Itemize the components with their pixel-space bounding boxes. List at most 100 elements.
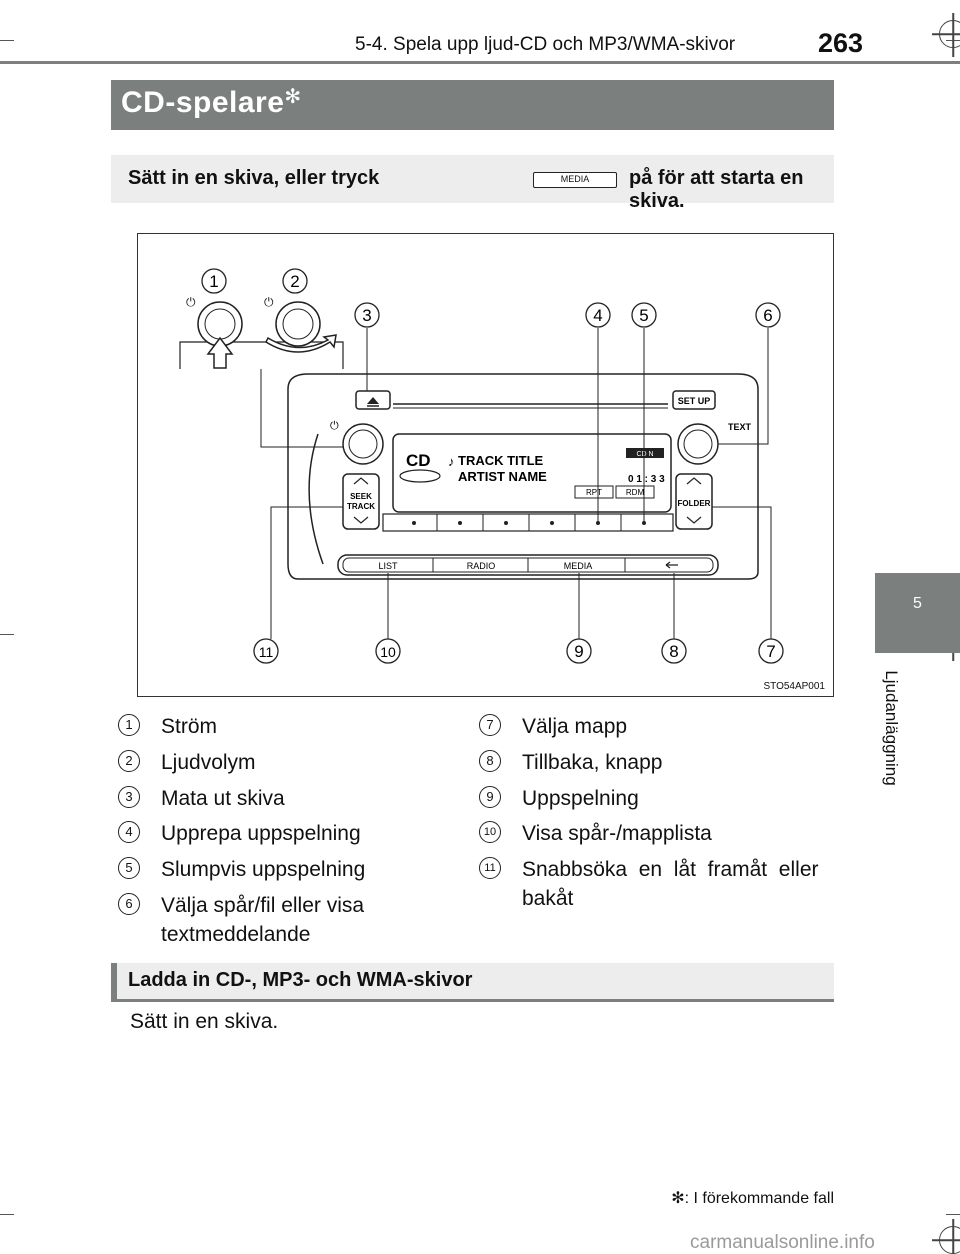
legend-label: Slumpvis uppspelning <box>161 858 366 881</box>
legend-number: 1 <box>118 714 140 736</box>
legend-label: Upprepa uppspelning <box>161 822 361 845</box>
svg-text:8: 8 <box>669 642 678 661</box>
legend-number: 6 <box>118 893 140 915</box>
callout-2: 2 <box>282 268 308 294</box>
intro-box: Sätt in en skiva, eller tryck MEDIA på f… <box>111 155 834 212</box>
section-title-text: CD-spelare <box>121 86 285 119</box>
audio-unit-figure: ⏻ ⏻ SET UP ⏻ TEXT CD ♪ TRACK TITLE ARTIS <box>137 233 834 697</box>
chapter-label: Ljudanläggning <box>878 660 904 795</box>
legend-label: Uppspelning <box>522 787 639 810</box>
callout-leaders <box>260 328 772 639</box>
svg-text:4: 4 <box>593 306 602 325</box>
display-rdm: RDM <box>626 488 645 497</box>
svg-text:1: 1 <box>209 272 218 291</box>
registration-mark <box>939 20 960 48</box>
section-title-bar: CD-spelare✻ <box>111 80 834 130</box>
asterisk-mark: ✻ <box>284 86 302 108</box>
seek-label: SEEK <box>350 492 372 501</box>
legend-number: 4 <box>118 821 140 843</box>
legend-label-continued: textmeddelande <box>161 923 311 946</box>
knob-detail: ⏻ ⏻ <box>179 295 344 369</box>
legend-number: 8 <box>479 750 501 772</box>
heading-rule <box>111 999 834 1002</box>
legend-label-continued: bakåt <box>522 887 574 910</box>
svg-text:⏻: ⏻ <box>186 295 196 309</box>
load-section-title: Ladda in CD-, MP3- och WMA-skivor <box>128 969 473 991</box>
chapter-number: 5 <box>913 595 922 612</box>
crop-mark <box>0 1214 14 1215</box>
media-button-label: MEDIA <box>560 174 590 184</box>
chapter-label-text: Ljudanläggning <box>882 669 901 786</box>
callout-5: 5 <box>631 302 657 328</box>
media-button-icon: MEDIA <box>531 168 619 190</box>
display-source: CD <box>406 451 431 470</box>
figure-id: STO54AP001 <box>763 681 825 692</box>
svg-text:⏻: ⏻ <box>330 420 339 432</box>
callout-9: 9 <box>566 638 592 664</box>
display-artist: ARTIST NAME <box>458 469 547 484</box>
watermark: carmanualsonline.info <box>690 1232 875 1253</box>
list-button-label: LIST <box>378 561 398 571</box>
footnote-mark: ✻ <box>671 1190 685 1207</box>
legend-number: 9 <box>479 786 501 808</box>
header-rule <box>0 61 960 64</box>
svg-text:11: 11 <box>259 644 274 660</box>
crop-mark <box>0 634 14 635</box>
registration-mark <box>939 1226 960 1254</box>
callout-10: 10 <box>375 638 401 664</box>
track-label: TRACK <box>347 502 375 511</box>
legend-label: Välja mapp <box>522 715 628 738</box>
callouts: 1 2 3 4 5 6 7 8 9 10 11 <box>201 268 784 664</box>
folder-label: FOLDER <box>678 499 711 508</box>
text-button-label: TEXT <box>728 422 752 432</box>
svg-text:10: 10 <box>380 644 396 660</box>
load-section-text: Sätt in en skiva. <box>130 1010 279 1033</box>
callout-1: 1 <box>201 268 227 294</box>
legend-label: Mata ut skiva <box>161 787 285 810</box>
legend-number: 10 <box>479 821 501 843</box>
chapter-tab: 5 <box>875 573 960 653</box>
footnote-text: : I förekommande fall <box>684 1190 834 1207</box>
legend-label: Ström <box>161 715 218 738</box>
legend-label: Snabbsöka en låt framåt eller <box>522 858 819 881</box>
callout-6: 6 <box>755 302 781 328</box>
svg-text:7: 7 <box>766 642 775 661</box>
legend-number: 2 <box>118 750 140 772</box>
display-rpt: RPT <box>586 488 602 497</box>
display-time: 0 1 : 3 3 <box>628 474 665 485</box>
legend-number: 7 <box>479 714 501 736</box>
legend-label: Välja spår/fil eller visa <box>161 894 365 917</box>
page-header: 5-4. Spela upp ljud-CD och MP3/WMA-skivo… <box>0 22 960 62</box>
legend-number: 5 <box>118 857 140 879</box>
svg-text:2: 2 <box>290 272 299 291</box>
svg-text:⏻: ⏻ <box>264 295 274 309</box>
section-reference: 5-4. Spela upp ljud-CD och MP3/WMA-skivo… <box>355 34 736 55</box>
setup-button-label: SET UP <box>678 396 711 406</box>
callout-8: 8 <box>661 638 687 664</box>
load-section-heading: Ladda in CD-, MP3- och WMA-skivor <box>111 963 834 1002</box>
crop-mark <box>0 40 14 41</box>
crop-mark <box>946 1214 960 1215</box>
callout-3: 3 <box>354 302 380 328</box>
legend-number: 3 <box>118 786 140 808</box>
legend-label: Tillbaka, knapp <box>522 751 663 774</box>
callout-11: 11 <box>253 638 279 664</box>
footnote: ✻: I förekommande fall <box>660 1188 834 1208</box>
svg-text:6: 6 <box>763 306 772 325</box>
svg-text:9: 9 <box>574 642 583 661</box>
media-label: MEDIA <box>564 561 593 571</box>
callout-4: 4 <box>585 302 611 328</box>
audio-unit-illustration: ⏻ ⏻ SET UP ⏻ TEXT CD ♪ TRACK TITLE ARTIS <box>179 268 784 664</box>
callout-7: 7 <box>758 638 784 664</box>
legend-label: Visa spår-/mapplista <box>522 822 712 845</box>
page-number: 263 <box>818 28 864 58</box>
svg-text:5: 5 <box>639 306 648 325</box>
heading-accent <box>111 963 117 999</box>
intro-text-before: Sätt in en skiva, eller tryck <box>128 167 380 189</box>
intro-text-after: på för att starta en skiva. <box>629 167 804 212</box>
section-title: CD-spelare✻ <box>121 86 302 120</box>
svg-text:♪: ♪ <box>448 454 455 469</box>
svg-text:3: 3 <box>362 306 371 325</box>
display-track: TRACK TITLE <box>458 453 544 468</box>
radio-button-label: RADIO <box>467 561 496 571</box>
